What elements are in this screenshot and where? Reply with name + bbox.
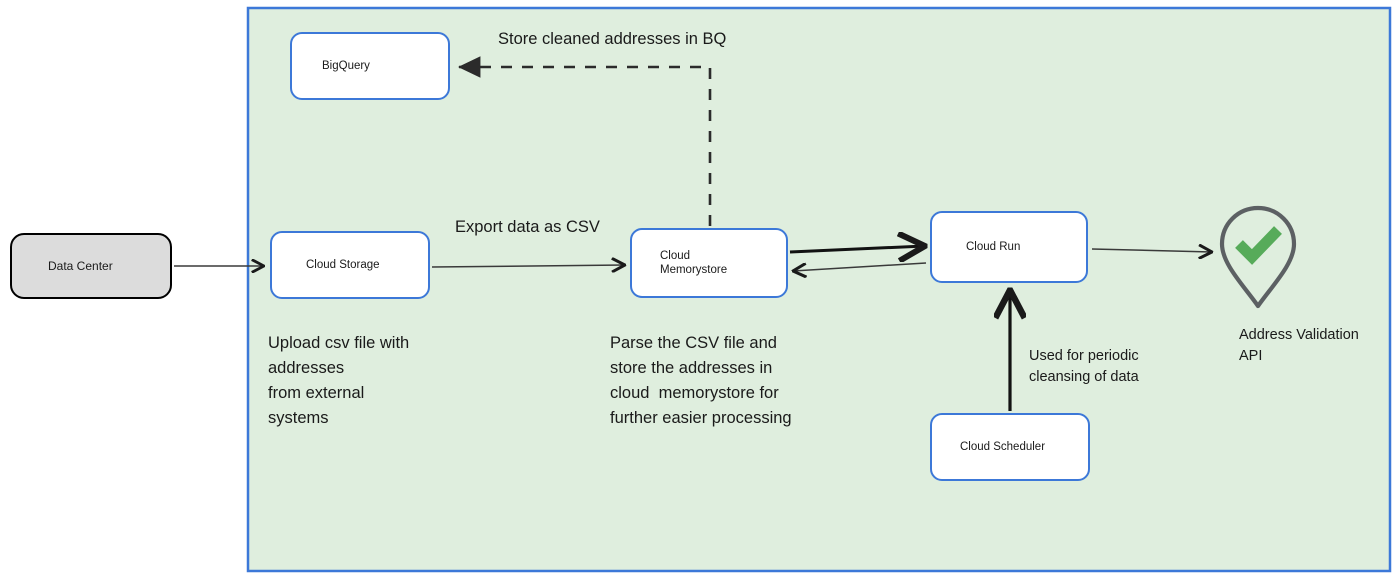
node-cloud-storage[interactable]: Cloud Storage [270, 231, 430, 299]
node-cloud-scheduler[interactable]: Cloud Scheduler [930, 413, 1090, 481]
edge-label-periodic-cleansing: Used for periodic cleansing of data [1029, 348, 1139, 385]
caption-parse-csv: Parse the CSV file and store the address… [610, 334, 792, 427]
node-data-center[interactable]: Data Center [10, 233, 172, 299]
edge-storage-to-memorystore [431, 265, 625, 267]
edge-label-export-data-as-csv: Export data as CSV [455, 218, 600, 236]
node-cloud-scheduler-label: Cloud Scheduler [960, 441, 1046, 453]
node-cloud-run[interactable]: Cloud Run [930, 211, 1088, 283]
node-address-validation-api-label: Address Validation API [1239, 327, 1359, 364]
caption-upload-csv: Upload csv file with addresses from exte… [268, 334, 410, 427]
gcp-boundary [246, 6, 1392, 573]
node-cloud-memorystore[interactable]: Cloud Memorystore [630, 228, 788, 298]
edge-label-store-cleaned-addresses: Store cleaned addresses in BQ [498, 30, 727, 48]
node-bigquery-label: BigQuery [322, 60, 370, 72]
node-data-center-label: Data Center [48, 259, 113, 273]
node-cloud-storage-label: Cloud Storage [306, 259, 380, 271]
edge-memorystore-to-bigquery [458, 56, 712, 226]
node-cloud-run-label: Cloud Run [966, 241, 1021, 253]
edge-cloudrun-to-addressapi [1091, 249, 1212, 252]
node-cloud-memorystore-label: Cloud Memorystore [660, 250, 728, 276]
node-bigquery[interactable]: BigQuery [290, 32, 450, 100]
edge-memorystore-to-cloudrun [789, 246, 926, 271]
map-pin-check-icon [1219, 205, 1297, 309]
